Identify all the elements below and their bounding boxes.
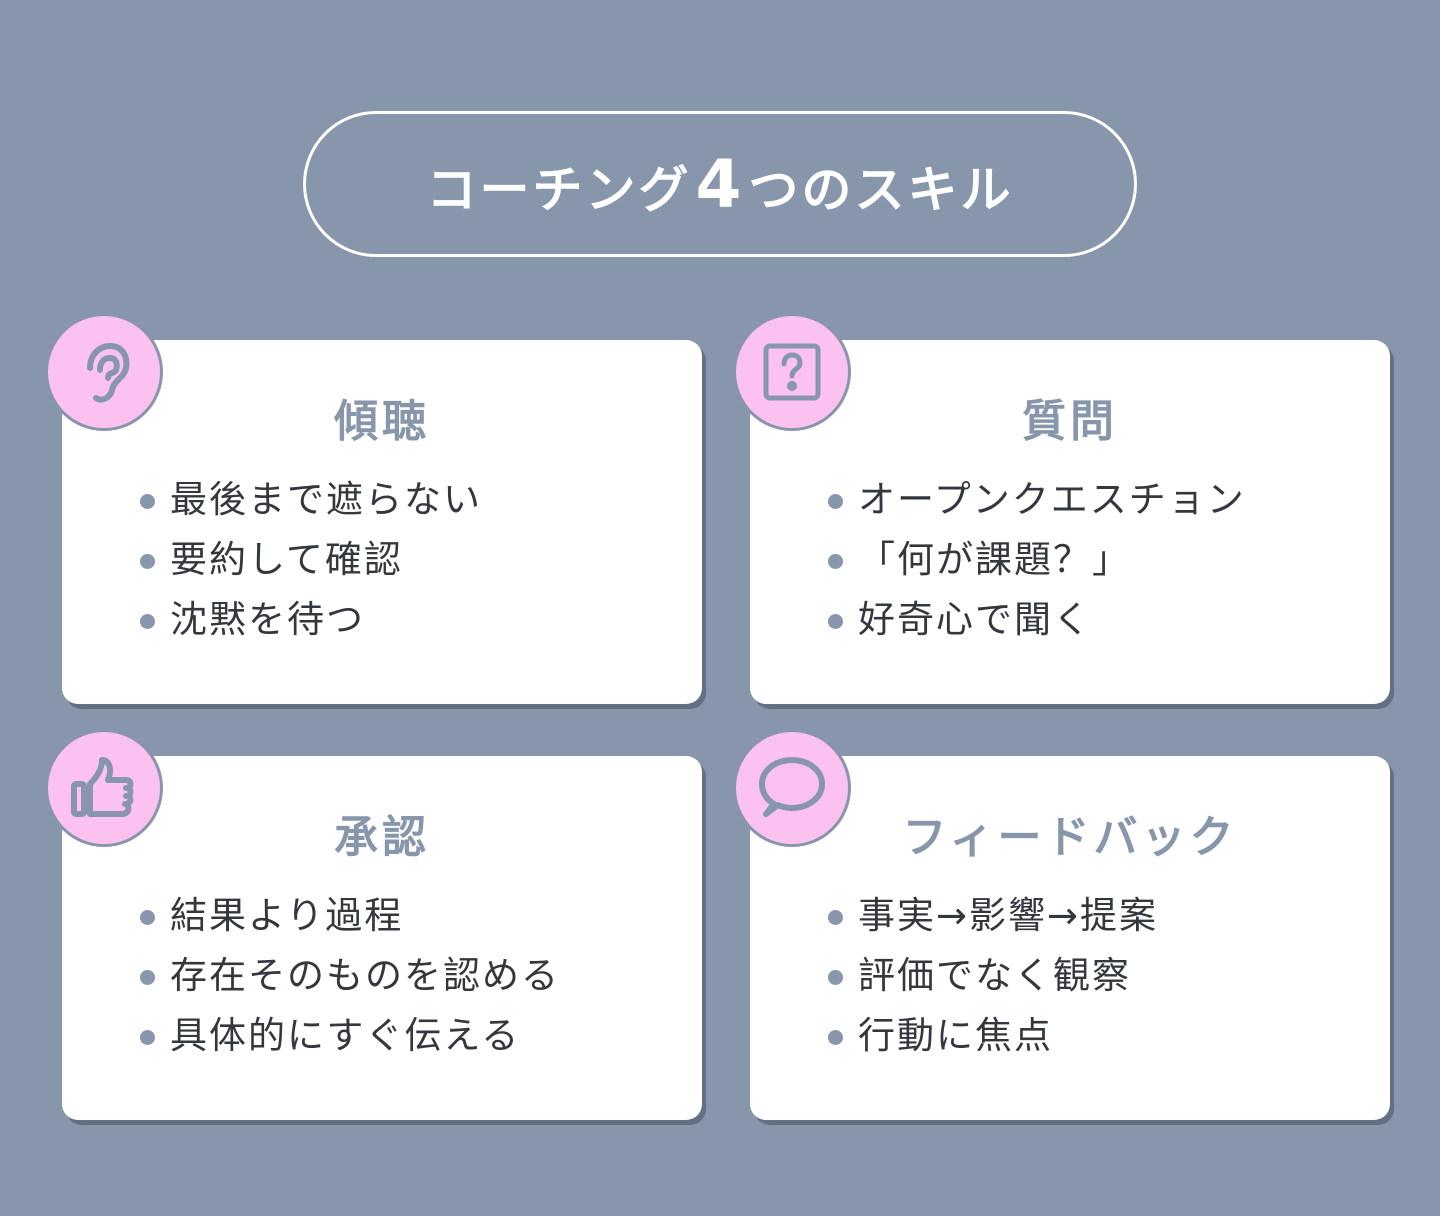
thumbs-up-badge bbox=[45, 729, 163, 847]
bullet-dot bbox=[140, 494, 155, 509]
list-item-text: 行動に焦点 bbox=[858, 1014, 1053, 1057]
bullet-dot bbox=[140, 614, 155, 629]
bullet-dot bbox=[828, 554, 843, 569]
ear-badge bbox=[45, 313, 163, 431]
list-item-text: 具体的にすぐ伝える bbox=[170, 1014, 521, 1057]
list-item: 具体的にすぐ伝える bbox=[140, 1006, 560, 1066]
card-title: 承認 bbox=[334, 812, 430, 863]
bullet-dot bbox=[828, 614, 843, 629]
skill-card-feedback: フィードバック 事実→影響→提案 評価でなく観察 行動に焦点 bbox=[750, 756, 1390, 1120]
question-badge bbox=[733, 313, 851, 431]
list-item: 事実→影響→提案 bbox=[828, 886, 1158, 946]
title-pill: コーチング4つのスキル bbox=[303, 111, 1137, 257]
bullet-dot bbox=[140, 1030, 155, 1045]
skill-card-listening: 傾聴 最後まで遮らない 要約して確認 沈黙を待つ bbox=[62, 340, 702, 704]
list-item: 「何が課題？」 bbox=[828, 530, 1246, 590]
page-title-post: つのスキル bbox=[748, 160, 1014, 219]
list-item-text: 事実→影響→提案 bbox=[858, 894, 1159, 937]
list-item-text: 結果より過程 bbox=[170, 894, 404, 937]
bullet-dot bbox=[828, 1030, 843, 1045]
page-title-number: 4 bbox=[695, 145, 745, 223]
question-box-icon bbox=[763, 343, 821, 401]
page-title-pre: コーチング bbox=[426, 160, 692, 219]
list-item: 沈黙を待つ bbox=[140, 590, 482, 650]
bullet-dot bbox=[140, 970, 155, 985]
card-list: 事実→影響→提案 評価でなく観察 行動に焦点 bbox=[828, 886, 1158, 1066]
page-title: コーチング4つのスキル bbox=[427, 146, 1014, 223]
skill-card-acknowledgement: 承認 結果より過程 存在そのものを認める 具体的にすぐ伝える bbox=[62, 756, 702, 1120]
card-title: 傾聴 bbox=[334, 396, 430, 447]
list-item-text: 「何が課題？」 bbox=[858, 538, 1131, 581]
ear-icon bbox=[87, 343, 130, 403]
card-title: 質問 bbox=[1022, 396, 1118, 447]
list-item: 行動に焦点 bbox=[828, 1006, 1158, 1066]
list-item: 評価でなく観察 bbox=[828, 946, 1158, 1006]
thumbs-up-icon bbox=[71, 757, 134, 817]
list-item: 要約して確認 bbox=[140, 530, 482, 590]
bullet-dot bbox=[140, 554, 155, 569]
list-item: 存在そのものを認める bbox=[140, 946, 560, 1006]
list-item: 結果より過程 bbox=[140, 886, 560, 946]
bullet-dot bbox=[140, 910, 155, 925]
list-item: オープンクエスチョン bbox=[828, 470, 1246, 530]
speech-badge bbox=[733, 729, 851, 847]
card-list: 最後まで遮らない 要約して確認 沈黙を待つ bbox=[140, 470, 482, 650]
list-item-text: 最後まで遮らない bbox=[170, 478, 482, 521]
card-list: オープンクエスチョン 「何が課題？」 好奇心で聞く bbox=[828, 470, 1246, 650]
list-item-text: 好奇心で聞く bbox=[858, 598, 1092, 641]
bullet-dot bbox=[828, 494, 843, 509]
card-title: フィードバック bbox=[902, 812, 1238, 863]
list-item-text: 存在そのものを認める bbox=[170, 954, 560, 997]
list-item-text: 評価でなく観察 bbox=[858, 954, 1131, 997]
list-item: 最後まで遮らない bbox=[140, 470, 482, 530]
list-item-text: 要約して確認 bbox=[170, 538, 403, 581]
list-item-text: 沈黙を待つ bbox=[170, 598, 365, 641]
speech-bubble-icon bbox=[759, 757, 825, 817]
bullet-dot bbox=[828, 910, 843, 925]
list-item: 好奇心で聞く bbox=[828, 590, 1246, 650]
skill-card-questioning: 質問 オープンクエスチョン 「何が課題？」 好奇心で聞く bbox=[750, 340, 1390, 704]
list-item-text: オープンクエスチョン bbox=[858, 478, 1246, 521]
bullet-dot bbox=[828, 970, 843, 985]
card-list: 結果より過程 存在そのものを認める 具体的にすぐ伝える bbox=[140, 886, 560, 1066]
